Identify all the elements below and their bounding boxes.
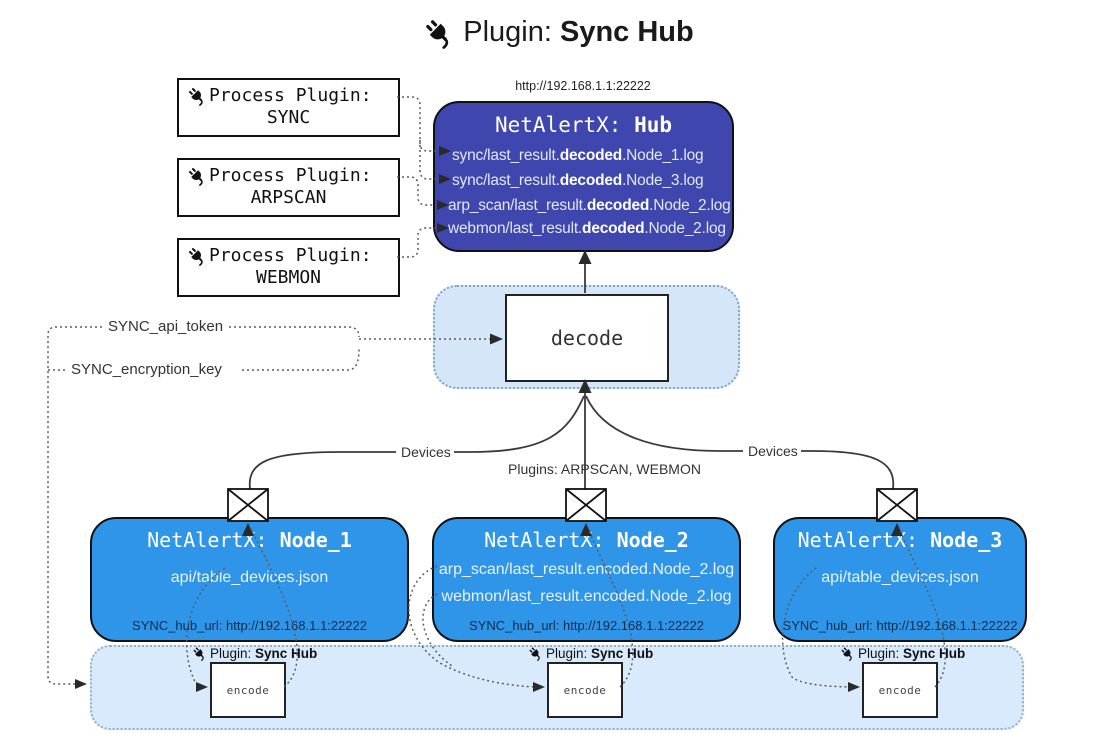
band-plugin-label: Plugin: Sync Hub	[192, 646, 317, 661]
plug-icon	[528, 646, 543, 661]
plug-icon	[840, 646, 855, 661]
sync-encryption-key-label: SYNC_encryption_key	[68, 361, 225, 378]
plug-icon	[187, 86, 207, 106]
node-file: webmon/last_result.encoded.Node_2.log	[441, 588, 732, 605]
decode-box: decode	[505, 294, 669, 382]
edge-label-plugins-center: Plugins: ARPSCAN, WEBMON	[508, 461, 701, 477]
node-hub-url: SYNC_hub_url: http://192.168.1.1:22222	[782, 618, 1018, 633]
hub-url-label: http://192.168.1.1:22222	[515, 79, 651, 93]
band-plugin-label: Plugin: Sync Hub	[528, 646, 653, 661]
title-text: Plugin: Sync Hub	[463, 16, 693, 49]
node-title: NetAlertX: Node_1	[147, 528, 352, 552]
plug-icon	[187, 246, 207, 266]
sync-api-token-label: SYNC_api_token	[105, 318, 227, 335]
node-file: api/table_devices.json	[821, 569, 979, 586]
node-title: NetAlertX: Node_2	[484, 528, 689, 552]
encode-box: encode	[547, 662, 623, 718]
hub-title: NetAlertX: Hub	[435, 113, 732, 137]
hub-title-prefix: NetAlertX:	[494, 113, 635, 137]
node-box-node1: NetAlertX: Node_1 api/table_devices.json…	[90, 517, 409, 642]
edge-label-devices-left: Devices	[398, 444, 454, 460]
encode-box: encode	[210, 662, 286, 718]
process-plugin-label: Process Plugin:	[209, 245, 372, 266]
process-plugin-label: Process Plugin:	[209, 85, 372, 106]
title-prefix: Plugin:	[463, 16, 560, 48]
process-plugin-name: ARPSCAN	[250, 187, 327, 208]
title-bold: Sync Hub	[559, 16, 694, 48]
node-box-node3: NetAlertX: Node_3 api/table_devices.json…	[773, 517, 1027, 642]
process-plugin-label: Process Plugin:	[209, 165, 372, 186]
node-file: api/table_devices.json	[170, 569, 329, 586]
encode-box: encode	[862, 662, 938, 718]
process-plugin-box-arpscan: Process Plugin: ARPSCAN	[177, 158, 400, 217]
node-hub-url: SYNC_hub_url: http://192.168.1.1:22222	[132, 618, 367, 633]
node-hub-url: SYNC_hub_url: http://192.168.1.1:22222	[469, 618, 704, 633]
hub-log-line: arp_scan/last_result.decoded.Node_2.log	[448, 197, 731, 214]
node-title: NetAlertX: Node_3	[797, 528, 1003, 552]
process-plugin-box-webmon: Process Plugin: WEBMON	[177, 238, 400, 297]
page-title: Plugin: Sync Hub	[0, 16, 1117, 49]
hub-log-line: sync/last_result.decoded.Node_1.log	[452, 147, 704, 164]
band-plugin-label: Plugin: Sync Hub	[840, 646, 965, 661]
hub-box: NetAlertX: Hub sync/last_result.decoded.…	[433, 101, 734, 252]
edge-label-devices-right: Devices	[745, 443, 801, 459]
plug-icon	[423, 17, 455, 49]
hub-log-line: sync/last_result.decoded.Node_3.log	[452, 172, 704, 189]
process-plugin-box-sync: Process Plugin: SYNC	[177, 78, 400, 137]
node-file: arp_scan/last_result.encoded.Node_2.log	[438, 561, 735, 578]
plug-icon	[187, 166, 207, 186]
hub-log-line: webmon/last_result.decoded.Node_2.log	[448, 220, 726, 237]
hub-title-bold: Hub	[634, 113, 672, 137]
plug-icon	[192, 646, 207, 661]
process-plugin-name: SYNC	[266, 107, 311, 128]
node-box-node2: NetAlertX: Node_2 arp_scan/last_result.e…	[432, 517, 741, 642]
process-plugin-name: WEBMON	[255, 267, 322, 288]
